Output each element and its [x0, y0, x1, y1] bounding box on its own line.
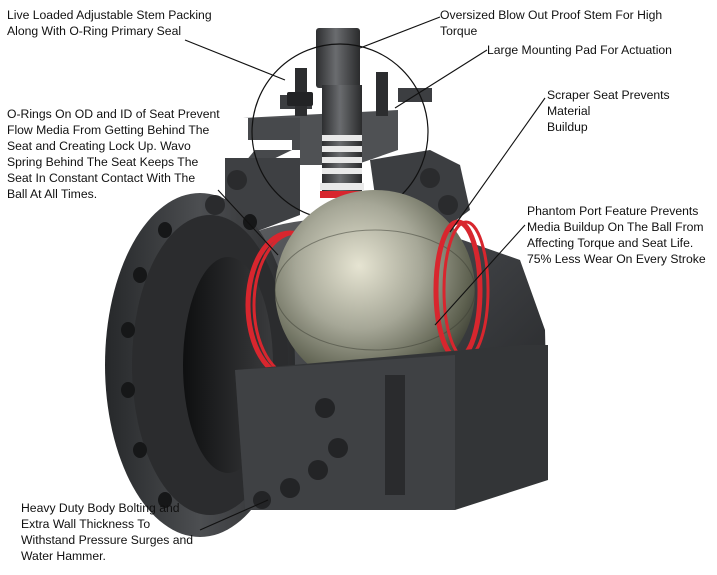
stem — [316, 28, 364, 198]
callout-mounting-pad: Large Mounting Pad For Actuation — [487, 43, 672, 57]
callout-body-bolting: Heavy Duty Body Bolting and Extra Wall T… — [21, 501, 194, 563]
flange-bolt-holes — [121, 214, 257, 508]
callout-phantom-port: Phantom Port Feature Prevents Media Buil… — [527, 204, 706, 266]
body-bolts-bottom — [253, 398, 348, 509]
callout-scraper-seat: Scraper Seat Prevents Material Buildup — [547, 88, 670, 134]
body-bolts-top — [205, 168, 458, 215]
ball — [275, 190, 475, 390]
callout-stem-packing: Live Loaded Adjustable Stem Packing Alon… — [7, 8, 212, 38]
ball-port-edge — [274, 229, 476, 351]
leader-lines — [184, 16, 546, 531]
gland-bolts — [287, 68, 388, 116]
callout-blowout-proof-stem: Oversized Blow Out Proof Stem For High T… — [440, 8, 663, 38]
callout-seat-orings: O-Rings On OD and ID of Seat Prevent Flo… — [7, 107, 220, 201]
